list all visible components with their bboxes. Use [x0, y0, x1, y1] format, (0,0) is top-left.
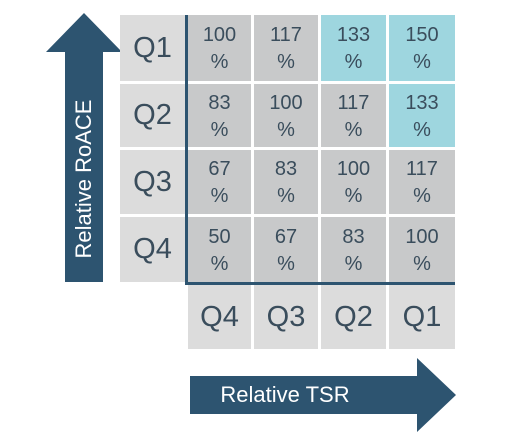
cell-value: 117	[406, 158, 438, 180]
percent-sign: %	[344, 252, 363, 275]
column-header-q1: Q1	[389, 285, 455, 349]
percent-sign: %	[344, 118, 363, 141]
matrix-cell: 100%	[254, 84, 318, 147]
matrix-cell: 150%	[389, 15, 455, 81]
x-axis-line	[185, 282, 455, 285]
matrix-cell: 83%	[188, 84, 251, 147]
column-header-q4: Q4	[188, 285, 251, 349]
y-axis-arrow	[46, 13, 122, 282]
cell-value: 100	[269, 91, 303, 114]
percent-sign: %	[413, 118, 431, 141]
cell-value: 100	[202, 24, 237, 46]
matrix-cell: 100%	[321, 150, 386, 214]
matrix-cell: 100%	[188, 15, 251, 81]
cell-value: 100	[405, 225, 439, 248]
matrix-cell: 117%	[389, 150, 455, 214]
cell-value: 117	[337, 91, 370, 114]
percent-sign: %	[277, 252, 295, 275]
row-header-q3: Q3	[120, 150, 185, 214]
cell-value: 133	[336, 24, 371, 46]
percent-sign: %	[210, 185, 229, 207]
matrix-cell: 67%	[188, 150, 251, 214]
cell-value: 83	[208, 91, 231, 114]
row-header-q4: Q4	[120, 217, 185, 282]
y-axis-line	[185, 15, 188, 285]
x-axis-label: Relative TSR	[220, 382, 350, 407]
cell-value: 83	[342, 225, 365, 248]
matrix-cell: 83%	[321, 217, 386, 282]
matrix-cell: 83%	[254, 150, 318, 214]
column-header-q2: Q2	[321, 285, 386, 349]
percent-sign: %	[413, 185, 431, 207]
matrix-cell: 133%	[321, 15, 386, 81]
percent-sign: %	[277, 51, 295, 73]
percent-sign: %	[344, 185, 363, 207]
column-header-q3: Q3	[254, 285, 318, 349]
cell-value: 100	[336, 158, 371, 180]
matrix-cell: 67%	[254, 217, 318, 282]
percent-sign: %	[344, 51, 363, 73]
cell-value: 67	[208, 158, 231, 180]
x-axis-arrow	[190, 358, 456, 432]
cell-value: 83	[274, 158, 298, 180]
percent-sign: %	[210, 118, 229, 141]
row-header-q2: Q2	[120, 84, 185, 147]
matrix-cell: 50%	[188, 217, 251, 282]
cell-value: 150	[405, 24, 439, 46]
matrix-cell: 117%	[254, 15, 318, 81]
matrix-cell: 100%	[389, 217, 455, 282]
percent-sign: %	[277, 118, 295, 141]
percent-sign: %	[277, 185, 295, 207]
percent-sign: %	[413, 252, 431, 275]
cell-value: 50	[208, 225, 231, 248]
percent-sign: %	[210, 51, 229, 73]
y-axis-label: Relative RoACE	[71, 99, 96, 259]
row-header-q1: Q1	[120, 15, 185, 81]
cell-value: 133	[405, 91, 439, 114]
percent-sign: %	[413, 51, 431, 73]
matrix-cell: 133%	[389, 84, 455, 147]
matrix-cell: 117%	[321, 84, 386, 147]
cell-value: 67	[274, 225, 298, 248]
percent-sign: %	[210, 252, 229, 275]
cell-value: 117	[270, 24, 302, 46]
